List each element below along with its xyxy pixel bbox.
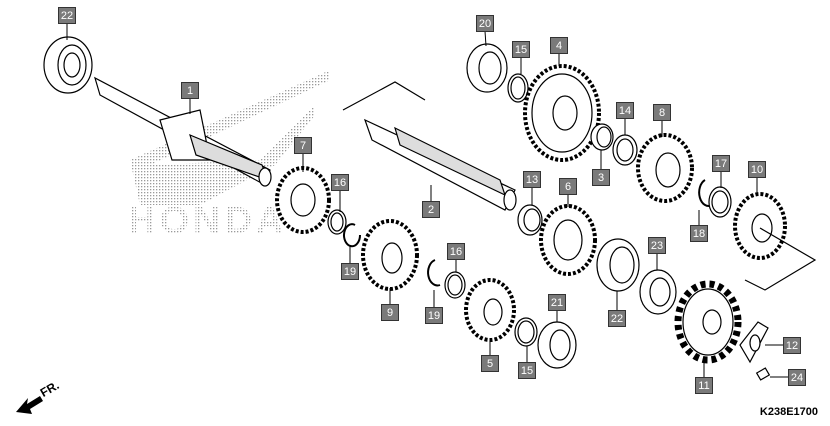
bushing-13: [517, 204, 543, 236]
svg-text:HONDA: HONDA: [128, 200, 287, 242]
gear-8: [636, 133, 694, 203]
callout-10-gear[interactable]: 10: [748, 161, 766, 178]
callout-3-collar[interactable]: 3: [592, 169, 610, 186]
collar-3: [590, 123, 614, 151]
callout-16-washer[interactable]: 16: [331, 174, 349, 191]
gear-10: [733, 192, 817, 291]
fixing-plate-12: [739, 321, 769, 364]
callout-24-bolt[interactable]: 24: [788, 369, 806, 386]
washer-15b: [514, 317, 538, 347]
callout-20-bearing[interactable]: 20: [476, 15, 494, 32]
leader-lines: [66, 23, 788, 378]
callout-16-washer-b[interactable]: 16: [447, 243, 465, 260]
gear-7: [275, 166, 331, 234]
callout-2-countershaft[interactable]: 2: [422, 201, 440, 218]
gear-6: [539, 204, 597, 276]
callout-6-gear[interactable]: 6: [559, 178, 577, 195]
drawing-code: K238E1700: [759, 406, 818, 418]
gear-9: [361, 219, 419, 291]
gear-4: [523, 64, 601, 162]
honda-logo: HONDA: [128, 70, 330, 242]
circlip-19: [343, 223, 362, 248]
bearing-22: [43, 36, 93, 94]
callout-1-mainshaft[interactable]: 1: [181, 82, 199, 99]
callout-22-bearing-b[interactable]: 22: [608, 310, 626, 327]
callout-8-gear[interactable]: 8: [653, 104, 671, 121]
washer-14: [612, 134, 638, 166]
bearing-20: [466, 43, 508, 93]
callout-21-bearing[interactable]: 21: [548, 294, 566, 311]
washer-15: [507, 73, 529, 103]
callout-12-plate[interactable]: 12: [783, 337, 801, 354]
bearing-22b: [596, 238, 640, 292]
callout-15-washer[interactable]: 15: [512, 41, 530, 58]
washer-16b: [444, 271, 466, 299]
callout-23-oil-seal[interactable]: 23: [648, 237, 666, 254]
mainshaft-1: [94, 76, 272, 187]
bearing-21: [537, 321, 577, 369]
drive-sprocket-11: [674, 280, 742, 364]
callout-18-circlip[interactable]: 18: [690, 225, 708, 242]
washer-16: [327, 209, 347, 235]
callout-22-bearing[interactable]: 22: [58, 7, 76, 24]
oil-seal-23: [639, 269, 677, 315]
gear-5: [464, 278, 516, 342]
callout-15-washer-b[interactable]: 15: [518, 362, 536, 379]
callout-13-bushing[interactable]: 13: [523, 171, 541, 188]
callout-14-washer[interactable]: 14: [616, 102, 634, 119]
callout-17-washer[interactable]: 17: [712, 155, 730, 172]
circlip-18: [698, 179, 713, 207]
callout-19-circlip[interactable]: 19: [341, 263, 359, 280]
callout-5-gear[interactable]: 5: [481, 355, 499, 372]
callout-4-gear[interactable]: 4: [550, 37, 568, 54]
bolt-24: [755, 367, 771, 381]
callout-9-gear[interactable]: 9: [381, 304, 399, 321]
callout-11-sprocket[interactable]: 11: [695, 377, 713, 394]
callout-7-gear[interactable]: 7: [294, 137, 312, 154]
circlip-19b: [427, 259, 441, 287]
countershaft-2: [342, 81, 517, 211]
front-arrow-icon: [16, 396, 43, 414]
washer-17: [708, 186, 732, 218]
callout-19-circlip-b[interactable]: 19: [425, 307, 443, 324]
